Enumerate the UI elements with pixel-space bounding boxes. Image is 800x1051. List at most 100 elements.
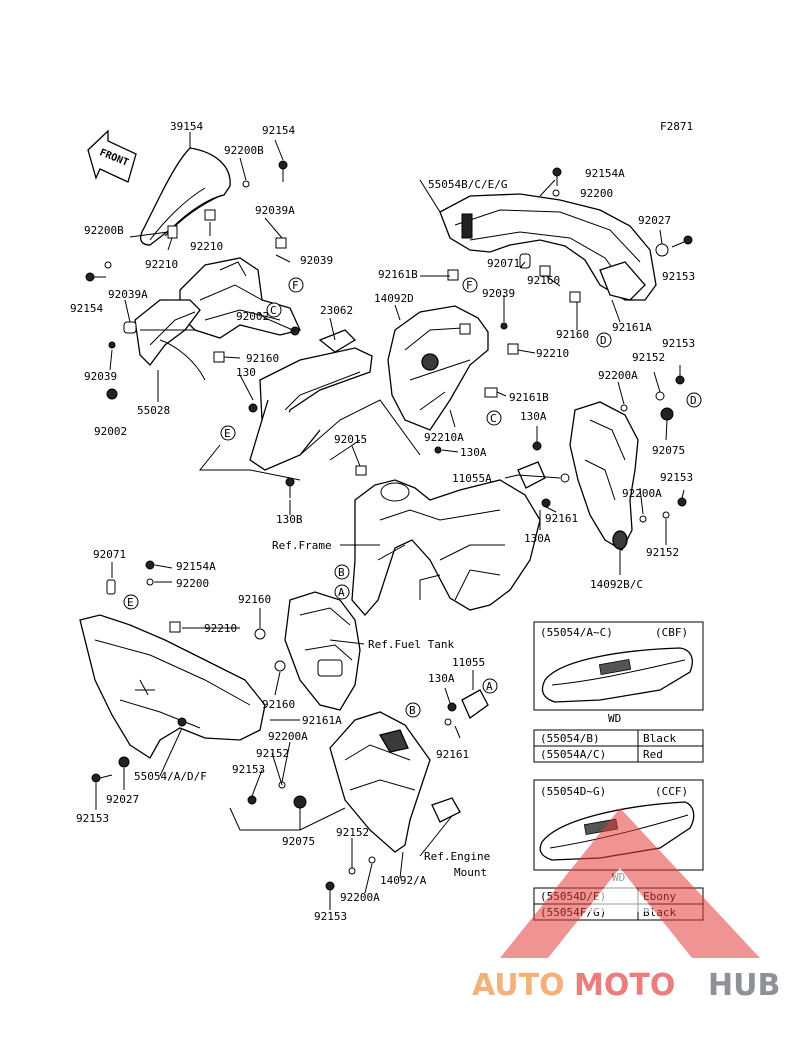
part-label: 92200A bbox=[340, 891, 380, 904]
callout-D-2: D bbox=[686, 392, 702, 408]
part-label: 92161B bbox=[509, 391, 549, 404]
part-label: 92160 bbox=[238, 593, 271, 606]
part-label: 92071 bbox=[487, 257, 520, 270]
part-label: 92200 bbox=[176, 577, 209, 590]
part-label: 92075 bbox=[282, 835, 315, 848]
part-label: 55028 bbox=[137, 404, 170, 417]
front-arrow-icon: FRONT bbox=[87, 129, 137, 183]
part-label: 92210A bbox=[424, 431, 464, 444]
part-label: 92039 bbox=[300, 254, 333, 267]
callout-C-1: C bbox=[266, 302, 282, 318]
part-label: 92161 bbox=[436, 748, 469, 761]
part-label: 130A bbox=[520, 410, 547, 423]
part-label: 11055A bbox=[452, 472, 492, 485]
part-label: 130A bbox=[428, 672, 455, 685]
part-label: 92161B bbox=[378, 268, 418, 281]
svg-text:B: B bbox=[338, 566, 345, 579]
part-label: 92039A bbox=[108, 288, 148, 301]
watermark-auto: AUTO bbox=[472, 968, 565, 1003]
legend-cbf-row2-part: (55054A/C) bbox=[540, 748, 606, 761]
part-label: 92160 bbox=[262, 698, 295, 711]
svg-text:C: C bbox=[270, 304, 277, 317]
part-labels: 39154 92154 92200B 92039A 92210 92200B 9… bbox=[70, 120, 695, 923]
part-label: 92015 bbox=[334, 433, 367, 446]
part-label: 130 bbox=[236, 366, 256, 379]
svg-text:A: A bbox=[486, 680, 493, 693]
callout-A-1: A bbox=[334, 584, 350, 600]
frame-outline bbox=[351, 479, 541, 616]
hardware-screws bbox=[85, 160, 693, 891]
part-label: 92153 bbox=[76, 812, 109, 825]
legend-cbf-row1-color: Black bbox=[643, 732, 676, 745]
part-label: 92152 bbox=[646, 546, 679, 559]
part-label: 130A bbox=[524, 532, 551, 545]
callout-E-1: E bbox=[220, 425, 236, 441]
fairing-upper-right bbox=[439, 193, 657, 301]
part-label: 92152 bbox=[336, 826, 369, 839]
part-label: 92200 bbox=[580, 187, 613, 200]
part-label: 92161A bbox=[302, 714, 342, 727]
windshield bbox=[139, 147, 231, 246]
part-label: 92002 bbox=[236, 310, 269, 323]
callout-markers: A B C C D D E E F F A B bbox=[123, 277, 702, 718]
svg-text:E: E bbox=[224, 427, 231, 440]
part-label: 92039 bbox=[84, 370, 117, 383]
callout-B-1: B bbox=[334, 564, 350, 580]
svg-text:C: C bbox=[490, 412, 497, 425]
part-label: 92153 bbox=[662, 337, 695, 350]
watermark-hub: HUB bbox=[708, 968, 780, 1003]
legend-ccf-code: (55054D~G) bbox=[540, 785, 606, 798]
part-label: Ref.Fuel Tank bbox=[368, 638, 454, 651]
part-label: 92161 bbox=[545, 512, 578, 525]
callout-F-1: F bbox=[288, 277, 304, 293]
legend-cbf-code: (55054/A~C) bbox=[540, 626, 613, 639]
part-label: 92200B bbox=[84, 224, 124, 237]
part-label: 39154 bbox=[170, 120, 203, 133]
part-label: 92002 bbox=[94, 425, 127, 438]
callout-F-2: F bbox=[462, 277, 478, 293]
bracket-55028 bbox=[134, 299, 206, 381]
part-label: 92153 bbox=[660, 471, 693, 484]
inner-cover-14092BC bbox=[569, 401, 639, 551]
legend-ccf-type: (CCF) bbox=[655, 785, 688, 798]
part-label: 92027 bbox=[106, 793, 139, 806]
part-label: 14092D bbox=[374, 292, 414, 305]
part-label: 23062 bbox=[320, 304, 353, 317]
legend-cbf-type: (CBF) bbox=[655, 626, 688, 639]
part-label: 92210 bbox=[145, 258, 178, 271]
part-label: 92160 bbox=[527, 274, 560, 287]
inner-cover-14092A bbox=[329, 711, 431, 853]
part-label: 92200A bbox=[622, 487, 662, 500]
part-label: 55054B/C/E/G bbox=[428, 178, 507, 191]
part-label: 92152 bbox=[632, 351, 665, 364]
part-label: 130B bbox=[276, 513, 303, 526]
part-label: 92153 bbox=[662, 270, 695, 283]
part-label: 130A bbox=[460, 446, 487, 459]
watermark-moto: MOTO bbox=[574, 968, 675, 1003]
watermark-logo: AUTO MOTO HUB bbox=[472, 808, 780, 1003]
part-label: 92153 bbox=[232, 763, 265, 776]
legend-cbf: (55054/A~C) (CBF) WD (55054/B) Black (55… bbox=[533, 621, 704, 763]
part-label: 92210 bbox=[536, 347, 569, 360]
fairing-lower-left bbox=[79, 614, 266, 759]
part-label: 92075 bbox=[652, 444, 685, 457]
part-label: 92152 bbox=[256, 747, 289, 760]
part-label: 11055 bbox=[452, 656, 485, 669]
part-label: 92200B bbox=[224, 144, 264, 157]
part-label: 92154 bbox=[262, 124, 295, 137]
figure-id: F2871 bbox=[660, 120, 693, 133]
part-label: 92161A bbox=[612, 321, 652, 334]
part-label: 92154 bbox=[70, 302, 103, 315]
part-label: 92154A bbox=[176, 560, 216, 573]
part-label: Ref.Frame bbox=[272, 539, 332, 552]
inner-duct-left bbox=[179, 257, 301, 339]
legend-cbf-row2-color: Red bbox=[643, 748, 663, 761]
part-label: 92071 bbox=[93, 548, 126, 561]
svg-text:F: F bbox=[292, 279, 299, 292]
part-label: 92039A bbox=[255, 204, 295, 217]
svg-text:E: E bbox=[127, 596, 134, 609]
callout-B-2: B bbox=[405, 702, 421, 718]
part-label: 55054/A/D/F bbox=[134, 770, 207, 783]
